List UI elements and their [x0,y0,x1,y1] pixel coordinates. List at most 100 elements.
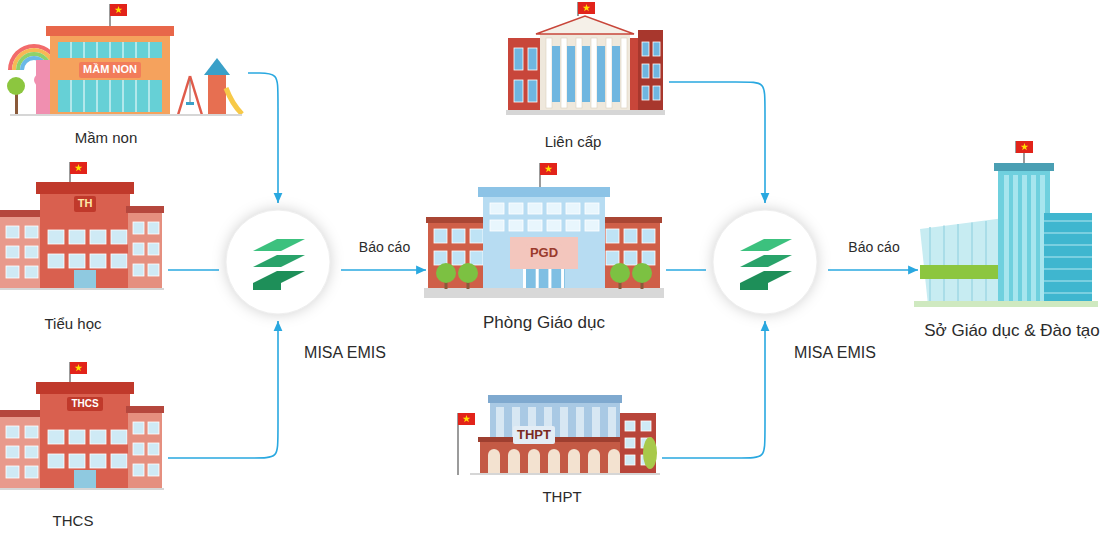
arch-window [528,449,540,473]
bush [610,263,630,283]
window [25,426,38,438]
wall [40,390,130,490]
logo-layer [253,255,305,267]
building-sign: THCS [67,397,102,411]
window-frame [123,42,124,58]
ground [424,288,664,298]
window [434,251,447,265]
roof [36,382,134,394]
window [452,251,465,265]
building-node: THCSTHCS [0,372,162,490]
wall [428,221,488,291]
window-frame [97,42,98,58]
pediment [510,237,578,269]
building-illustration [428,183,660,298]
building-node: THPTTHPT [470,395,656,475]
roof [126,406,164,413]
building-label: THCS [53,512,94,530]
flag-star [1021,143,1029,150]
window [642,251,655,265]
logo-layer [740,239,792,251]
wall [128,412,162,490]
window [6,246,19,258]
window [566,203,580,214]
window-frame [123,80,124,112]
tree [7,77,25,95]
window [25,266,38,278]
platform-label: MISA EMIS [794,343,876,362]
illustration-group [914,141,1098,307]
building-sign: PGD [526,244,562,262]
window [547,203,561,214]
window [148,264,159,276]
wall [0,216,44,290]
window [641,421,651,431]
window-frame [136,80,137,112]
platform-circle [713,210,817,314]
window [653,86,660,100]
swing-frame [178,76,190,115]
wall [483,195,605,288]
window [625,455,635,465]
window-frame [71,80,72,112]
glass-frame [1044,232,1092,234]
window [612,46,620,102]
window-frame [149,42,150,58]
wall [480,439,630,475]
roof [598,217,662,223]
window [6,226,19,238]
column [548,269,551,288]
glass-stripe [1022,175,1027,301]
window [133,443,144,455]
window [528,48,537,70]
building-illustration [920,155,1092,307]
building-node: THTiểu học [0,172,162,290]
roof [994,163,1054,171]
arch-window [548,449,560,473]
flag [1016,141,1033,153]
window [528,220,542,231]
flag [578,2,595,14]
tree [643,437,657,469]
window [496,407,504,437]
illustration-group [226,210,330,314]
logo-layer [253,283,281,290]
roof [426,217,490,223]
window [566,220,580,231]
window [470,229,483,243]
window-frame [149,80,150,112]
slide [226,88,242,114]
window [25,446,38,458]
building-node: PGDPhòng Giáo dục [428,183,660,298]
building-node: Sở Giáo dục & Đào tạo [920,155,1092,307]
column [591,38,597,108]
logo-layer [740,283,768,290]
platform-label: MISA EMIS [304,343,386,362]
window [133,222,144,234]
window [48,430,64,444]
building-label: THPT [542,488,581,506]
ground [506,110,665,115]
glass-frame [957,224,959,305]
illustration-group [7,4,242,116]
door [74,270,96,290]
illustration-group [0,162,164,290]
glass-frame [1044,292,1092,294]
column [576,38,582,108]
roof [0,210,46,217]
roof [478,437,632,442]
building-label: Mầm non [75,129,138,147]
column [546,38,552,108]
flag-star [463,415,471,422]
window [585,220,599,231]
roof [36,182,134,194]
window [6,266,19,278]
glass-frame [1044,244,1092,246]
arch-window [568,449,580,473]
logo-layer [253,271,305,283]
illustration-group [713,210,817,314]
building-node: Liên cấp [508,10,663,115]
window [624,251,637,265]
window [642,229,655,243]
